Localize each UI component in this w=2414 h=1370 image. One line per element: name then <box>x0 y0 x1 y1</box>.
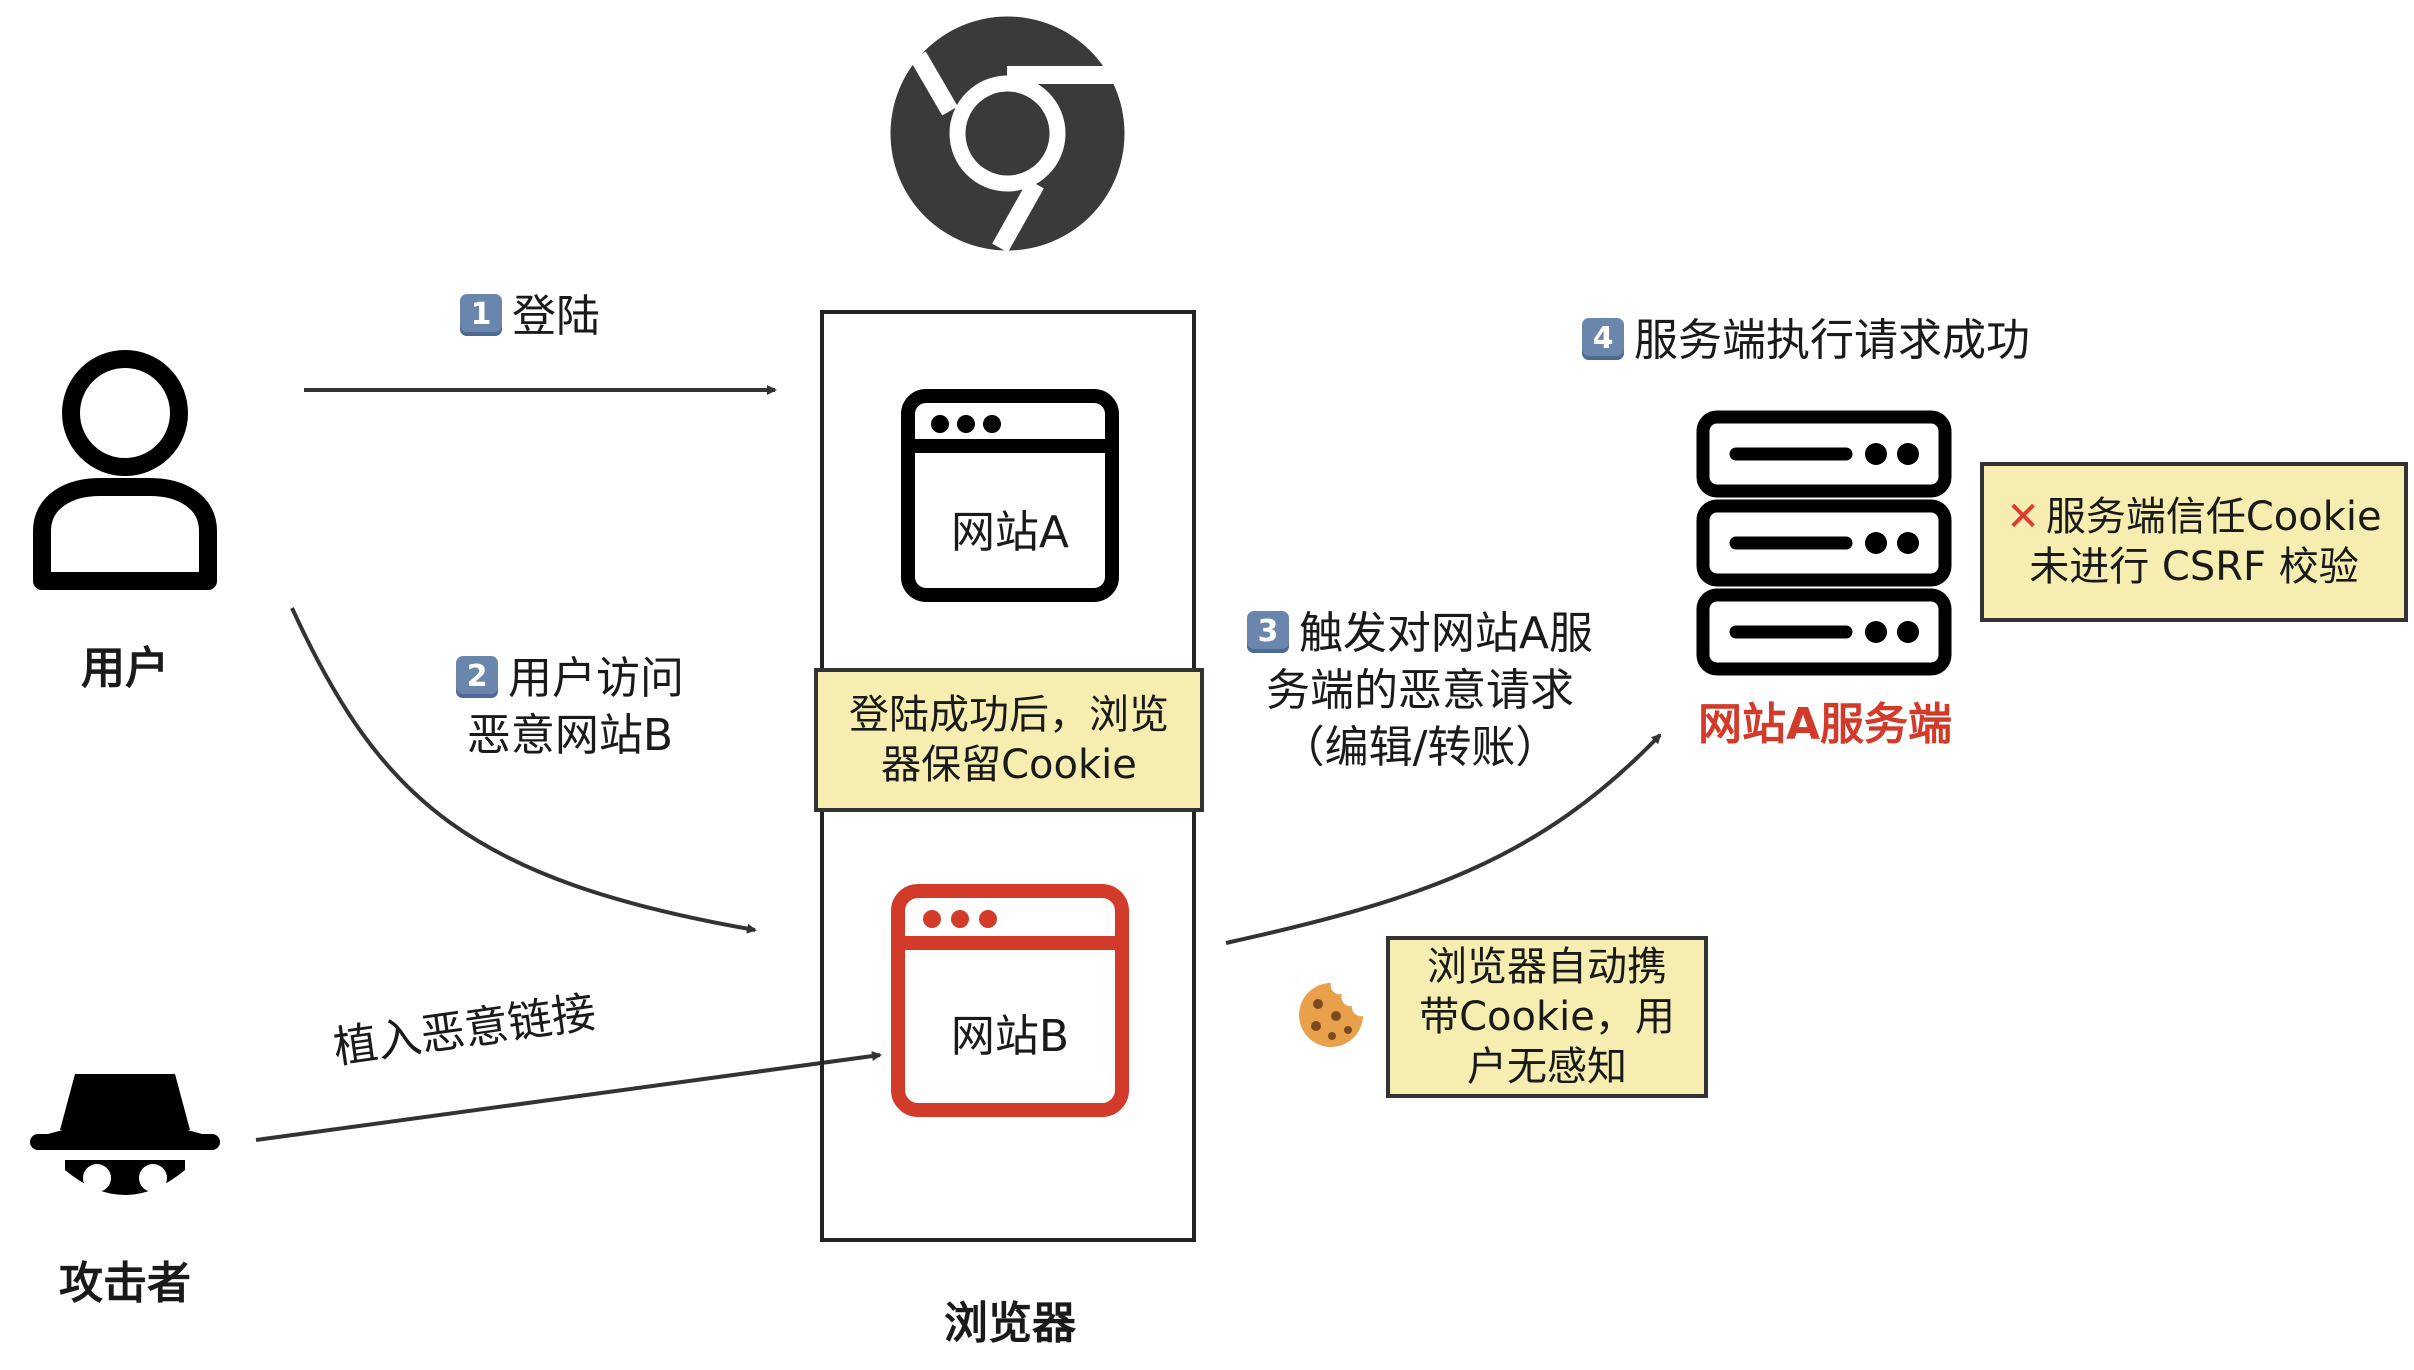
step-number-badge: 4 <box>1582 318 1624 360</box>
note-line: 登陆成功后，浏览 <box>849 692 1169 738</box>
user-label: 用户 <box>81 643 169 694</box>
step-number-badge: 1 <box>460 294 502 336</box>
server-icon <box>1696 410 1952 676</box>
note-server-trust: ✕服务端信任Cookie 未进行 CSRF 校验 <box>1980 462 2408 622</box>
attacker-icon <box>30 1074 220 1195</box>
browser-label: 浏览器 <box>944 1298 1076 1349</box>
step-number-badge: 2 <box>456 656 498 698</box>
x-mark-icon: ✕ <box>2006 494 2040 540</box>
note-line: 器保留Cookie <box>881 742 1137 788</box>
note-auto-cookie: 浏览器自动携 带Cookie，用 户无感知 <box>1386 936 1708 1098</box>
site-a-window-icon <box>901 389 1119 602</box>
step-text: 务端的恶意请求 <box>1266 665 1574 717</box>
step-text: 恶意网站B <box>466 710 674 762</box>
site-b-label: 网站B <box>950 1011 1070 1062</box>
step-text: 触发对网站A服 <box>1298 608 1594 659</box>
arrow-plant-link <box>255 1051 882 1142</box>
step-text: 登陆 <box>512 291 600 342</box>
note-line: 未进行 CSRF 校验 <box>2029 544 2359 590</box>
site-a-label: 网站A <box>950 507 1070 558</box>
note-line: 带Cookie，用 <box>1419 994 1675 1040</box>
note-line: 户无感知 <box>1467 1044 1627 1090</box>
cookie-icon <box>1299 983 1363 1047</box>
user-icon <box>33 350 217 590</box>
note-cookie-saved: 登陆成功后，浏览 器保留Cookie <box>814 668 1204 812</box>
step-text: （编辑/转账） <box>1280 722 1560 774</box>
arrow-malicious-request <box>1225 733 1662 945</box>
note-line: 服务端信任Cookie <box>2045 494 2382 540</box>
note-line: 浏览器自动携 <box>1427 944 1667 990</box>
step-number-badge: 3 <box>1246 611 1289 653</box>
arrow-visit-malicious <box>290 607 757 934</box>
chrome-icon <box>890 16 1125 251</box>
attacker-label: 攻击者 <box>59 1258 191 1309</box>
step-text: 用户访问 <box>508 653 684 704</box>
site-b-window-icon <box>891 884 1129 1117</box>
server-label: 网站A服务端 <box>1697 699 1953 750</box>
step-text: 服务端执行请求成功 <box>1634 315 2030 366</box>
